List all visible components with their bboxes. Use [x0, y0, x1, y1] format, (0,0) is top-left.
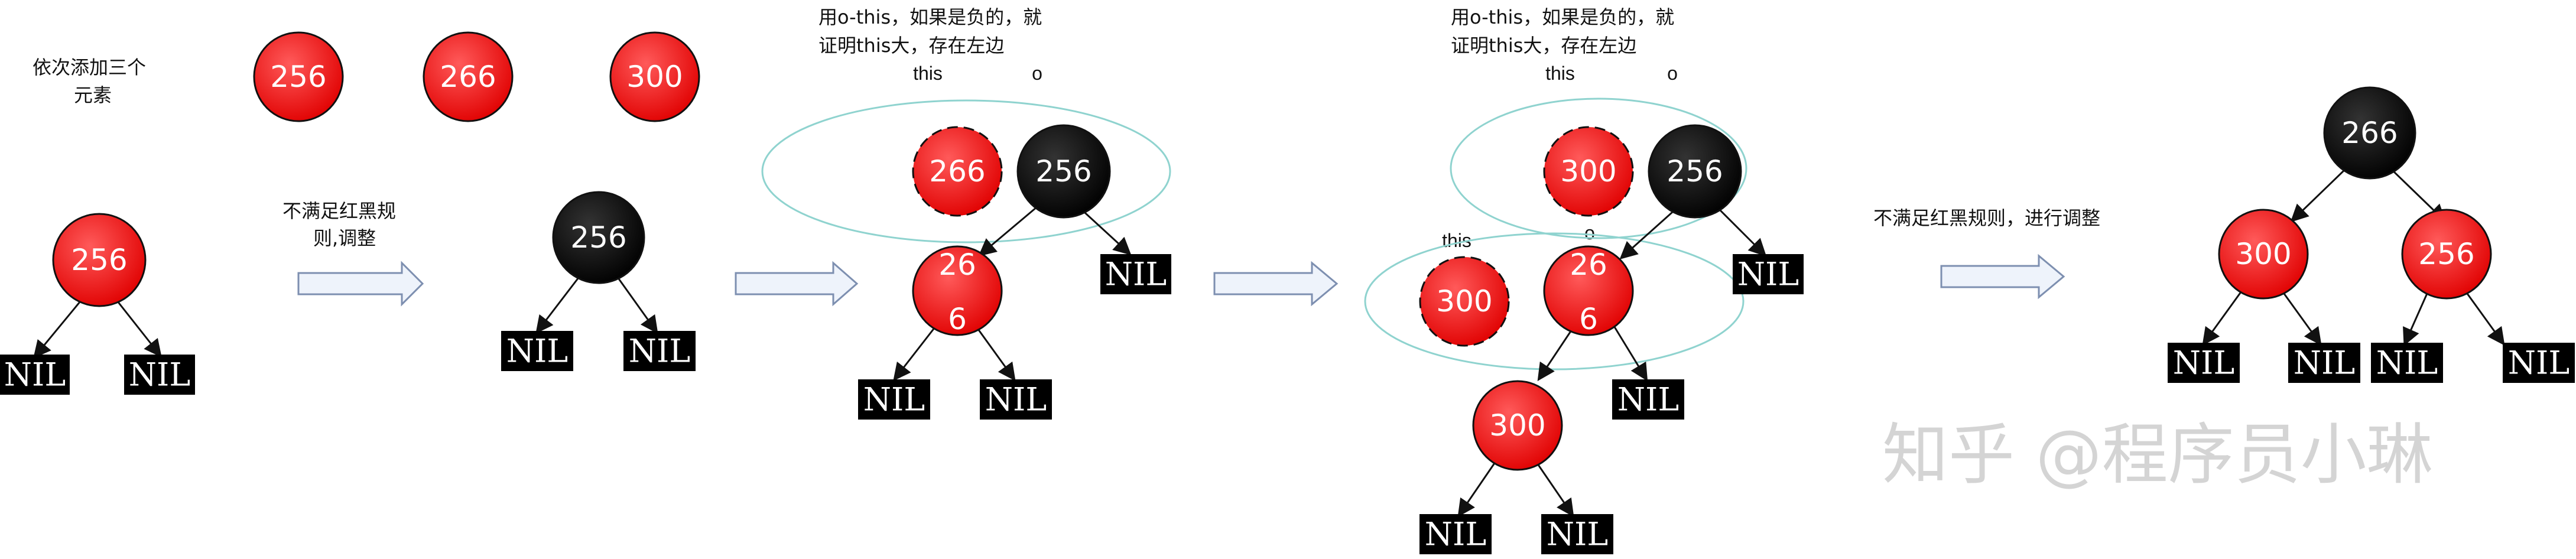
nil-box — [0, 355, 70, 395]
nil-box — [124, 355, 195, 395]
node-label: 26 — [938, 248, 976, 282]
process-arrow — [297, 261, 424, 307]
label-this: this — [1545, 63, 1575, 84]
nil-label: NIL — [1425, 516, 1486, 553]
note-add-three-2: 元素 — [74, 84, 112, 106]
note-not-satisfy-2: 不满足红黑规则，进行调整 — [1873, 207, 2100, 229]
stage4-node-300-compare — [1419, 256, 1510, 347]
node-label: 300 — [1436, 284, 1492, 318]
nil-label: NIL — [1105, 256, 1167, 293]
nil-box — [980, 379, 1052, 420]
nil-label: NIL — [629, 333, 690, 370]
node-label: 6 — [1579, 302, 1598, 336]
nil-label: NIL — [1617, 381, 1679, 418]
node-label: 300 — [2235, 237, 2291, 271]
node-label: 26 — [1570, 248, 1607, 282]
note-compare-2: 用o-this，如果是负的，就 — [1451, 6, 1674, 28]
node-label: 256 — [71, 243, 127, 277]
stage1-tree: 256 NIL NIL — [0, 213, 195, 395]
compare-outline — [1450, 98, 1747, 239]
note-compare-2b: 证明this大，存在左边 — [1451, 34, 1636, 57]
stage2-node-256 — [552, 191, 645, 284]
nil-label: NIL — [2508, 344, 2569, 382]
process-arrow — [735, 261, 859, 307]
compare-outline — [761, 99, 1171, 243]
stage4-node-300-child — [1472, 380, 1563, 471]
stage1-node-256 — [52, 213, 147, 307]
nil-box — [2503, 343, 2575, 383]
process-arrow — [1213, 261, 1339, 307]
nil-label: NIL — [1547, 516, 1608, 553]
stage5-node-300 — [2218, 209, 2309, 300]
top-node-300: 300 — [609, 31, 700, 122]
note-not-satisfy-1: 不满足红黑规 — [282, 200, 396, 222]
node-label: 256 — [1035, 154, 1092, 188]
node-label: 266 — [2341, 116, 2398, 150]
note-not-satisfy-1b: 则,调整 — [313, 227, 376, 249]
node-label: 300 — [1560, 154, 1616, 188]
nil-label: NIL — [2294, 344, 2355, 382]
nil-box — [1100, 254, 1171, 294]
nil-label: NIL — [1737, 256, 1799, 293]
stage3-tree: 266 256 26 6 NIL NIL NIL — [761, 99, 1171, 420]
top-node-266: 266 — [423, 31, 514, 122]
label-o: o — [1032, 63, 1042, 84]
stage5-node-266 — [2323, 86, 2416, 180]
label-this: this — [913, 63, 943, 84]
nil-label: NIL — [506, 333, 568, 370]
node-label: 266 — [440, 60, 496, 94]
label-o: o — [1667, 63, 1678, 84]
nil-box — [2168, 343, 2240, 383]
stage3-node-256 — [1016, 124, 1111, 219]
nil-label: NIL — [4, 356, 66, 394]
nil-box — [501, 331, 573, 371]
stage4-node-266 — [1543, 245, 1634, 336]
nil-label: NIL — [985, 381, 1047, 418]
node-label: 256 — [570, 220, 626, 255]
nil-label: NIL — [2173, 344, 2234, 382]
nil-label: NIL — [129, 356, 190, 394]
nil-box — [1612, 379, 1684, 420]
stage3-node-266 — [912, 126, 1003, 217]
node-label: 300 — [1489, 408, 1545, 443]
nil-label: NIL — [863, 381, 925, 418]
nil-box — [623, 331, 696, 371]
watermark-text: 知乎 @程序员小琳 — [1882, 417, 2433, 493]
process-arrow — [1940, 254, 2065, 300]
stage4-tree: 300 256 26 6 300 300 NIL NIL NIL NIL — [1364, 98, 1804, 554]
node-label: 256 — [270, 60, 326, 94]
node-label: 256 — [2418, 237, 2474, 271]
stage5-node-256 — [2401, 209, 2492, 300]
nil-box — [858, 379, 930, 420]
node-label: 266 — [929, 154, 985, 188]
node-label: 300 — [626, 60, 683, 94]
nil-box — [2288, 343, 2360, 383]
label-o: o — [1584, 222, 1595, 243]
nil-box — [2371, 343, 2443, 383]
nil-box — [1733, 254, 1804, 294]
stage4-node-300 — [1543, 126, 1634, 217]
note-compare-1b: 证明this大，存在左边 — [818, 34, 1004, 57]
node-label: 256 — [1667, 154, 1723, 188]
note-compare-1: 用o-this，如果是负的，就 — [818, 6, 1042, 28]
note-add-three: 依次添加三个 — [33, 56, 146, 79]
stage4-node-256 — [1648, 124, 1742, 219]
top-node-256: 256 — [253, 31, 344, 122]
nil-label: NIL — [2376, 344, 2438, 382]
stage2-tree: 256 NIL NIL — [501, 191, 696, 371]
node-label: 6 — [948, 302, 967, 336]
stage3-node-266-child — [912, 245, 1003, 336]
nil-box — [1419, 514, 1492, 554]
nil-box — [1541, 514, 1613, 554]
stage5-tree: 266 300 256 NIL NIL NIL NIL — [2168, 86, 2575, 383]
